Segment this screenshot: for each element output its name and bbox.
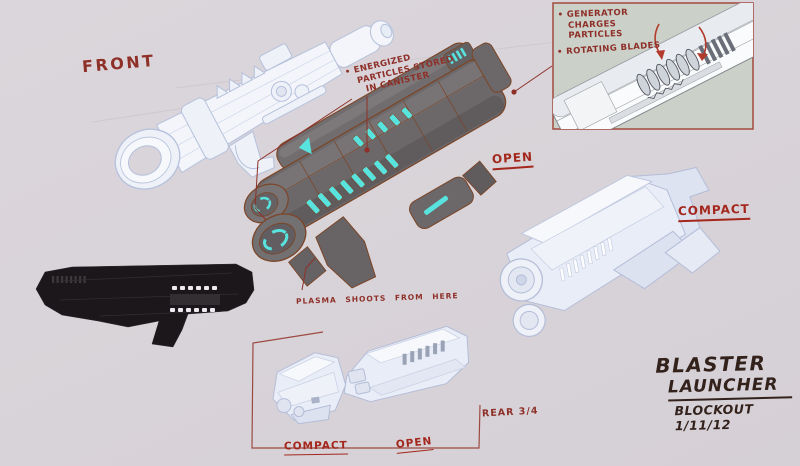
leader-dot bbox=[511, 89, 517, 95]
compact-blockout-model bbox=[499, 166, 721, 338]
title-line-launcher: LAUNCHER bbox=[667, 374, 793, 402]
leader-lines bbox=[254, 65, 553, 291]
compact-view-label: COMPACT bbox=[677, 201, 751, 223]
leader-dot bbox=[364, 147, 370, 153]
rotating-blades-drawing bbox=[636, 32, 736, 99]
side-silhouette-model bbox=[35, 263, 255, 348]
generator-annotation: • GENERATOR CHARGES PARTICLES bbox=[557, 7, 629, 42]
rear-compact-model bbox=[272, 352, 347, 425]
open-main-model bbox=[243, 41, 512, 289]
leader-line-muzzle bbox=[254, 98, 353, 221]
canister-glow-accents bbox=[298, 107, 413, 214]
open-view-label: OPEN bbox=[491, 149, 534, 171]
inset-cutaway-drawing bbox=[553, 3, 753, 129]
leader-line-plasma bbox=[301, 257, 316, 291]
rotation-arrowhead-icon bbox=[697, 53, 708, 61]
rear-open-model bbox=[343, 325, 470, 403]
title-line-blockout-date: BLOCKOUT 1/11/12 bbox=[674, 401, 754, 434]
rotation-arrowhead-icon bbox=[656, 50, 665, 60]
rear-views-box bbox=[251, 331, 481, 449]
title-block: BLASTER LAUNCHER BLOCKOUT 1/11/12 bbox=[649, 350, 799, 434]
inset-detail-box bbox=[552, 2, 754, 130]
leader-line-inset bbox=[513, 65, 553, 93]
rear-compact-label: COMPACT bbox=[283, 439, 348, 456]
front-wireframe-model bbox=[114, 20, 394, 190]
